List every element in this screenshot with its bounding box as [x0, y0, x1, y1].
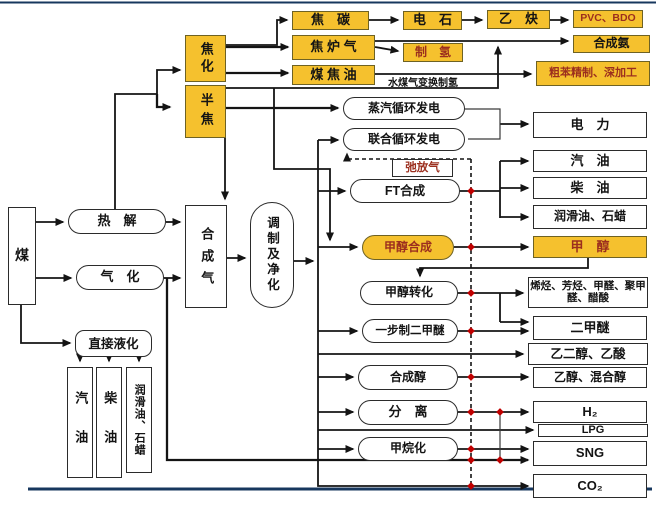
box-coke-oven-gas: 焦 炉 气 [292, 35, 375, 60]
box-pyrolysis: 热 解 [68, 209, 166, 234]
junction-dots [467, 187, 504, 490]
thin-connector-lines [465, 108, 501, 460]
box-steam-cycle-power: 蒸汽循环发电 [343, 97, 465, 120]
box-coking: 焦化 [185, 35, 226, 82]
box-methanol: 甲 醇 [533, 236, 647, 258]
box-h2: H₂ [533, 401, 647, 423]
box-separation: 分 离 [358, 400, 458, 425]
box-co2: CO₂ [533, 474, 647, 498]
box-calcium-carbide: 电 石 [403, 11, 462, 30]
box-sng: SNG [533, 441, 647, 466]
box-coal-tar: 煤 焦 油 [292, 65, 375, 85]
purge-gas-dashed-line [343, 152, 472, 486]
box-benzene-refining: 粗苯精制、深加工 [536, 61, 650, 86]
box-acetylene: 乙 炔 [487, 10, 550, 29]
box-direct-liquefaction: 直接液化 [75, 330, 152, 357]
flow-lines [20, 16, 589, 490]
box-purge-gas: 弛放气 [392, 159, 453, 177]
box-lpg: LPG [538, 424, 648, 437]
box-coal: 煤 [8, 207, 36, 305]
box-glycol-acetic-acid: 乙二醇、乙酸 [528, 343, 648, 365]
box-ethanol-mixed-alcohol: 乙醇、混合醇 [533, 367, 647, 388]
box-synthetic-alcohol: 合成醇 [358, 365, 458, 390]
box-gasification: 气 化 [76, 265, 164, 290]
box-methanation: 甲烷化 [358, 437, 458, 461]
box-methanol-conversion: 甲醇转化 [360, 281, 458, 305]
box-electric-power: 电 力 [533, 112, 647, 138]
box-one-step-dme: 一步制二甲醚 [362, 319, 458, 343]
box-ammonia-synthesis: 合成氨 [573, 35, 650, 53]
box-gasoline-vertical: 汽油 [67, 367, 93, 478]
box-dme: 二甲醚 [533, 316, 647, 340]
box-coke: 焦 碳 [292, 11, 369, 30]
box-methanol-synthesis: 甲醇合成 [362, 235, 454, 260]
box-conditioning-purification: 调制及净化 [250, 202, 294, 308]
label-water-gas-shift: 水煤气变换制氢 [388, 78, 458, 89]
box-hydrogen-production: 制 氢 [403, 43, 463, 62]
box-combined-cycle-power: 联合循环发电 [343, 128, 465, 151]
box-pvc-bdo: PVC、BDO [573, 10, 643, 28]
box-lube-paraffin: 润滑油、石蜡 [533, 205, 647, 229]
box-semicoke: 半焦 [185, 85, 226, 138]
box-lube-paraffin-vertical: 润滑油、石蜡 [126, 367, 152, 473]
box-diesel-vertical: 柴油 [96, 367, 122, 478]
box-gasoline: 汽 油 [533, 150, 647, 172]
box-ft-synthesis: FT合成 [350, 179, 460, 203]
box-olefins-aromatics: 烯烃、芳烃、甲醛、聚甲醛、醋酸 [528, 277, 648, 308]
box-diesel: 柴 油 [533, 177, 647, 199]
box-syngas: 合成气 [185, 205, 227, 308]
